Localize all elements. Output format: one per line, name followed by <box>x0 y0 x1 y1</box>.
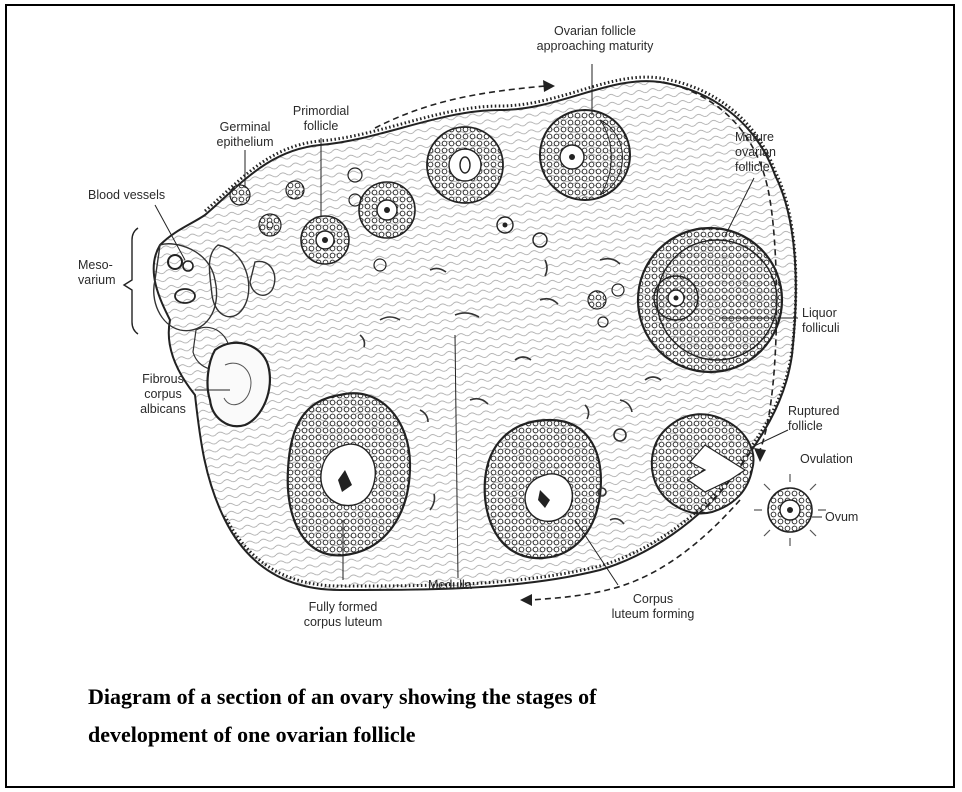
label-blood-vessels: Blood vessels <box>88 188 165 203</box>
label-liquor-folliculi: Liquor folliculi <box>802 306 840 336</box>
corpus-luteum-forming <box>485 420 601 558</box>
label-mesovarium: Meso- varium <box>78 258 116 288</box>
label-ovum: Ovum <box>825 510 858 525</box>
caption-line-1: Diagram of a section of an ovary showing… <box>88 678 848 716</box>
ruptured-follicle <box>652 414 754 513</box>
caption-line-2: development of one ovarian follicle <box>88 716 848 754</box>
ovum <box>754 474 826 546</box>
growing-follicle <box>359 182 415 238</box>
secondary-follicle <box>427 127 503 203</box>
figure-caption: Diagram of a section of an ovary showing… <box>88 678 848 754</box>
primordial-follicle <box>301 216 349 264</box>
ovary-section-diagram <box>0 0 962 680</box>
follicle-approaching-maturity <box>540 110 630 200</box>
label-ovarian-follicle-approaching-maturity: Ovarian follicle approaching maturity <box>525 24 665 54</box>
label-medulla: Medulla <box>428 578 472 593</box>
label-fibrous-corpus-albicans: Fibrous corpus albicans <box>128 372 198 417</box>
label-germinal-epithelium: Germinal epithelium <box>200 120 290 150</box>
label-ruptured-follicle: Ruptured follicle <box>788 404 839 434</box>
label-fully-formed-corpus-luteum: Fully formed corpus luteum <box>293 600 393 630</box>
label-corpus-luteum-forming: Corpus luteum forming <box>598 592 708 622</box>
label-ovulation: Ovulation <box>800 452 853 467</box>
mature-ovarian-follicle <box>638 228 782 372</box>
label-mature-ovarian-follicle: Mature ovarian follicle <box>735 130 776 175</box>
